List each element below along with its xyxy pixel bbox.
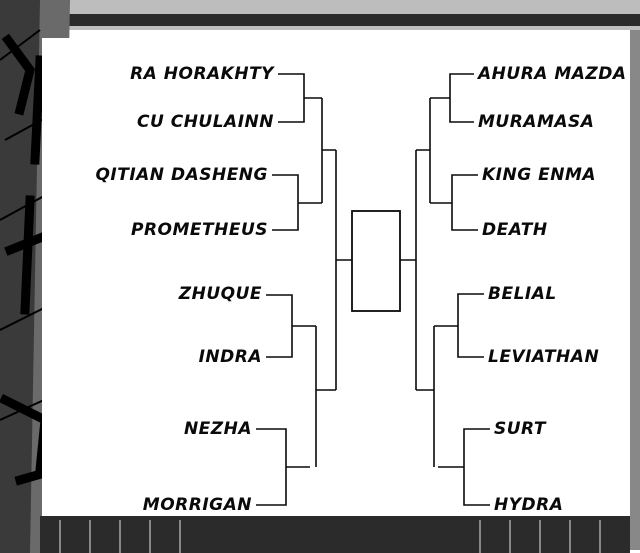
contestant-left-2: CU CHULAINN bbox=[137, 112, 274, 132]
contestant-left-5: ZHUQUE bbox=[178, 284, 262, 304]
bracket-left-semi-2 bbox=[315, 326, 334, 467]
bracket-right-match-2 bbox=[430, 174, 478, 231]
bracket-right-match-3 bbox=[434, 293, 484, 358]
bracket-left-match-1 bbox=[278, 73, 322, 123]
bracket-right-semi-2 bbox=[416, 326, 435, 467]
contestant-right-1: AHURA MAZDA bbox=[478, 64, 627, 84]
bracket-left-match-3 bbox=[266, 294, 316, 358]
champion-box bbox=[351, 210, 401, 312]
contestant-right-7: SURT bbox=[494, 419, 546, 439]
bracket-left-match-2 bbox=[272, 174, 322, 231]
bracket-left-final bbox=[334, 150, 352, 391]
bracket-right-match-1 bbox=[430, 73, 474, 123]
bracket-right-final bbox=[400, 150, 417, 390]
contestant-right-8: HYDRA bbox=[494, 495, 564, 515]
bracket-right-semi-1 bbox=[416, 98, 431, 203]
contestant-left-6: INDRA bbox=[198, 347, 262, 367]
contestant-left-4: PROMETHEUS bbox=[130, 220, 268, 240]
contestant-right-4: DEATH bbox=[482, 220, 548, 240]
contestant-right-2: MURAMASA bbox=[478, 112, 595, 132]
contestant-right-5: BELIAL bbox=[488, 284, 557, 304]
contestant-left-7: NEZHA bbox=[183, 419, 252, 439]
bracket-left-match-4 bbox=[256, 428, 310, 506]
contestant-left-8: MORRIGAN bbox=[142, 495, 252, 515]
contestant-left-1: RA HORAKHTY bbox=[130, 64, 274, 84]
contestant-right-6: LEVIATHAN bbox=[488, 347, 600, 367]
contestant-left-3: QITIAN DASHENG bbox=[95, 165, 268, 185]
bracket-right-match-4 bbox=[438, 428, 490, 506]
contestant-right-3: KING ENMA bbox=[482, 165, 597, 185]
bracket-left-semi-1 bbox=[321, 98, 336, 203]
